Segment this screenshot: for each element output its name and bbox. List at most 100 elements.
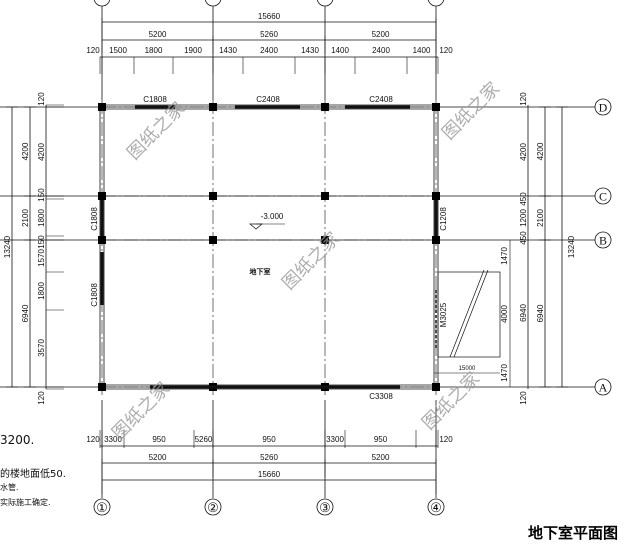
top-detail-dim: 120 [86, 46, 100, 55]
left-detail-dim: 150 [37, 188, 46, 202]
structural-column [321, 236, 329, 244]
axis-label-A: A [599, 381, 608, 395]
axis-bubble [427, 498, 445, 516]
right-detail-dim: 1200 [519, 209, 528, 227]
axis-bubble [594, 98, 612, 116]
window-label: C1808 [143, 95, 167, 104]
left-detail-dim: 1800 [37, 209, 46, 227]
structural-column [98, 236, 106, 244]
right-detail-dim: 450 [519, 231, 528, 245]
top-detail-dim: 1500 [109, 46, 127, 55]
structural-column [432, 383, 440, 391]
left-detail-dim: 150 [37, 235, 46, 249]
left-bay-dim: 6940 [21, 304, 30, 322]
bottom-detail-dim: 3300 [326, 435, 344, 444]
elevation-triangle-icon [249, 223, 263, 230]
axis-bubble [594, 378, 612, 396]
left-detail-dim: 1570 [37, 249, 46, 267]
axis-bubble [204, 498, 222, 516]
axis-bubble [316, 498, 334, 516]
room-label: 地下室 [250, 267, 271, 276]
axis-label-1: ① [96, 500, 108, 515]
bottom-bay-dim: 5200 [372, 453, 390, 462]
axis-bubble-top [316, 0, 334, 7]
note-line-3: 水管. [0, 483, 19, 492]
structural-column [432, 103, 440, 111]
drawing-title: 地下室平面图 [528, 524, 619, 542]
ramp-dim-label: 4000 [500, 305, 509, 323]
axis-bubble [594, 187, 612, 205]
axis-label-B: B [599, 234, 607, 248]
top-bay-dim: 5200 [372, 30, 390, 39]
structural-column [432, 192, 440, 200]
bottom-detail-dim: 5260 [195, 435, 213, 444]
window-label: C3308 [369, 392, 393, 401]
note-line-2: 的楼地面低50. [0, 469, 66, 480]
elevation-mark: -3.000 [261, 212, 284, 221]
bottom-total-dim: 15660 [258, 470, 281, 479]
top-detail-dim: 1900 [184, 46, 202, 55]
left-detail-dim: 4200 [37, 143, 46, 161]
axis-bubble [93, 498, 111, 516]
structural-column [432, 236, 440, 244]
right-detail-dim: 6940 [519, 304, 528, 322]
left-detail-dim: 120 [37, 92, 46, 106]
top-bay-dim: 5200 [149, 30, 167, 39]
window-label: C1808 [90, 283, 99, 307]
top-detail-dim: 1400 [413, 46, 431, 55]
bottom-bay-dim: 5260 [260, 453, 278, 462]
right-bay-dim: 4200 [536, 142, 545, 160]
top-detail-dim: 1800 [145, 46, 163, 55]
window-label: C1808 [90, 207, 99, 231]
top-detail-dim: 120 [439, 46, 453, 55]
top-detail-dim: 1400 [331, 46, 349, 55]
bottom-detail-dim: 3300 [104, 435, 122, 444]
ramp-dim-label: 1470 [500, 364, 509, 382]
right-bay-dim: 6940 [536, 304, 545, 322]
top-bay-dim: 5260 [260, 30, 278, 39]
bottom-bay-dim: 5200 [149, 453, 167, 462]
left-bay-dim: 4200 [21, 142, 30, 160]
left-total-dim: 13240 [3, 235, 12, 258]
axis-label-3: ③ [319, 500, 331, 515]
structural-column [209, 103, 217, 111]
window-label: C2408 [256, 95, 280, 104]
right-total-dim: 13240 [567, 235, 576, 258]
watermark-text: 图纸之家 [438, 78, 504, 144]
right-detail-dim: 450 [519, 192, 528, 206]
note-line-4: 实际施工确定. [0, 498, 51, 507]
structural-column [98, 103, 106, 111]
bottom-detail-dim: 950 [374, 435, 388, 444]
axis-bubble-top [93, 0, 111, 7]
axis-label-4: ④ [430, 500, 442, 515]
right-detail-dim: 120 [519, 92, 528, 106]
top-detail-dim: 2400 [260, 46, 278, 55]
top-detail-dim: 1430 [219, 46, 237, 55]
bottom-detail-dim: 120 [439, 435, 453, 444]
watermark-text: 图纸之家 [418, 368, 484, 434]
bottom-detail-dim: 950 [152, 435, 166, 444]
structural-column [321, 192, 329, 200]
structural-column [98, 383, 106, 391]
top-detail-dim: 2400 [372, 46, 390, 55]
left-detail-dim: 3570 [37, 339, 46, 357]
ramp-break-line [449, 269, 485, 358]
structural-column [321, 103, 329, 111]
ramp-dim-label: 15000 [459, 366, 476, 372]
top-detail-dim: 1430 [301, 46, 319, 55]
ramp-break-line [453, 269, 489, 358]
window-label: C2408 [369, 95, 393, 104]
axis-label-C: C [599, 190, 607, 204]
axis-bubble-top [427, 0, 445, 7]
structural-column [98, 192, 106, 200]
door-label: M3025 [439, 302, 448, 327]
note-line-1: 3200. [0, 433, 35, 447]
ramp-outline [437, 271, 501, 358]
bottom-detail-dim: 120 [86, 435, 100, 444]
right-bay-dim: 2100 [536, 209, 545, 227]
ramp-dim-label: 1470 [500, 247, 509, 265]
left-bay-dim: 2100 [21, 209, 30, 227]
axis-bubble [594, 231, 612, 249]
